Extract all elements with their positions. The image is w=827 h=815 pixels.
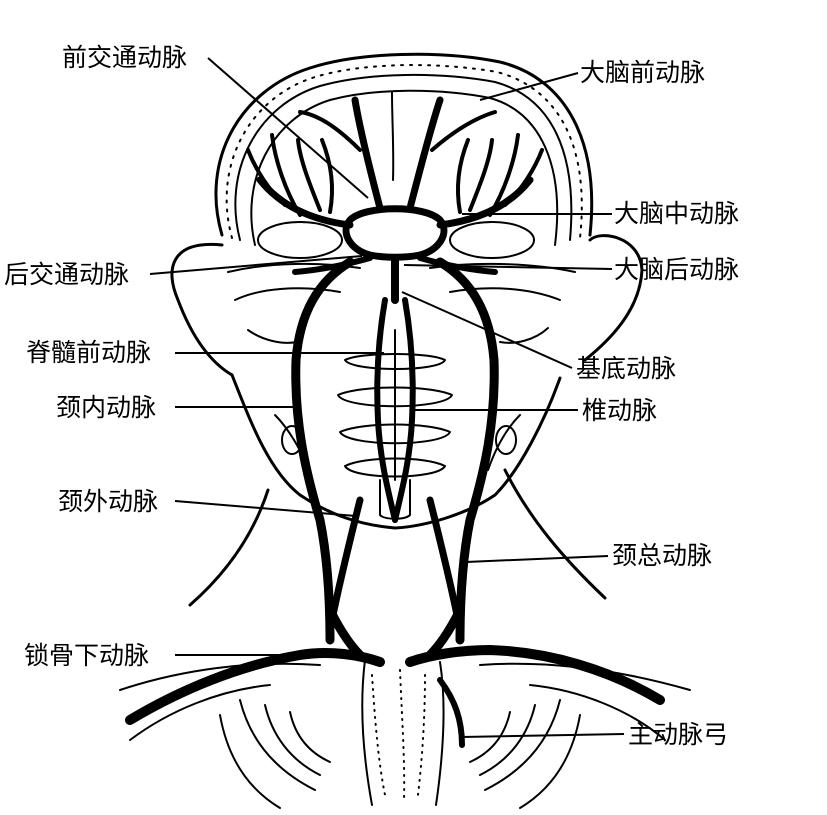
label-vertebral: 椎动脉 [582,396,657,425]
neck-arteries [125,257,665,748]
thorax-outline [119,659,691,809]
label-posterior-cerebral: 大脑后动脉 [614,255,739,284]
label-anterior-spinal: 脊髓前动脉 [26,338,151,367]
label-common-carotid: 颈总动脉 [612,541,712,570]
label-internal-carotid: 颈内动脉 [56,393,156,422]
cervical-vertebrae [337,329,453,520]
labels: 前交通动脉 大脑前动脉 大脑中动脉 后交通动脉 大脑后动脉 脊髓前动脉 基底动脉… [4,43,739,749]
label-anterior-communicating: 前交通动脉 [62,43,187,72]
neck-outline [188,468,607,607]
label-posterior-communicating: 后交通动脉 [4,260,129,289]
leader-anterior-communicating [207,57,369,199]
label-basilar: 基底动脉 [576,354,676,383]
label-subclavian: 锁骨下动脉 [24,641,149,670]
leader-posterior-cerebral [403,264,613,270]
label-anterior-cerebral: 大脑前动脉 [580,58,705,87]
ears [170,234,644,377]
cerebral-arteries [246,96,544,304]
leader-external-carotid [174,500,357,517]
skull-base [227,221,576,344]
leader-lines [149,57,625,738]
label-aortic-arch: 主动脉弓 [628,720,728,749]
leader-common-carotid [465,555,609,563]
leader-anterior-cerebral [479,72,579,101]
leader-aortic-arch [461,733,625,738]
label-middle-cerebral: 大脑中动脉 [614,199,739,228]
leader-basilar [401,291,573,369]
leader-posterior-communicating [149,255,363,275]
label-external-carotid: 颈外动脉 [58,487,158,516]
skull-outline [214,52,594,246]
